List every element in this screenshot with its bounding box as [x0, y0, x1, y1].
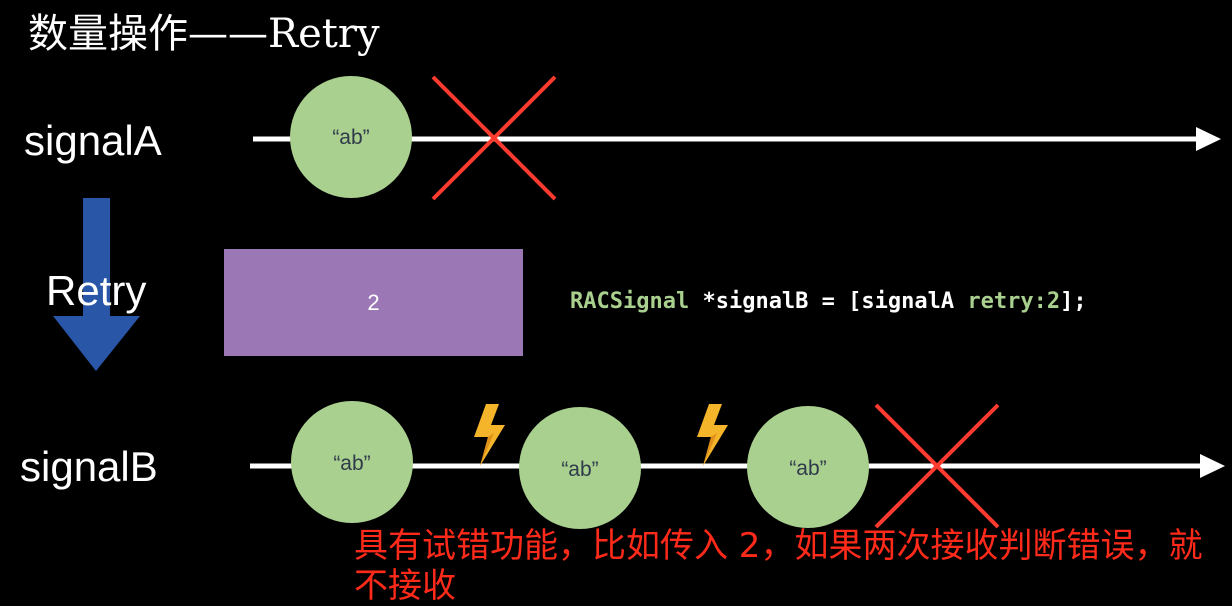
- code-class-name: RACSignal: [570, 289, 690, 314]
- code-pointer: *signalB = [signalA: [689, 289, 968, 314]
- signal-b-value-3: “ab”: [747, 406, 869, 528]
- code-method: retry:2: [967, 289, 1061, 314]
- signal-b-value-1-label: “ab”: [333, 452, 370, 475]
- lightning-icon: [474, 404, 505, 466]
- lightning-icon: [697, 404, 728, 466]
- signal-b-label: signalB: [20, 443, 158, 490]
- signal-b-value-1: “ab”: [291, 401, 413, 523]
- signal-a-value: “ab”: [290, 76, 412, 198]
- signal-b-value-3-label: “ab”: [789, 457, 826, 480]
- signal-a-error-cross-icon: [431, 75, 557, 201]
- caption: 具有试错功能，比如传入 2，如果两次接收判断错误，就不接收: [354, 526, 1203, 606]
- code-end: ];: [1060, 289, 1087, 314]
- transform-arrow-icon: [53, 198, 140, 371]
- signal-b-value-2-label: “ab”: [561, 458, 598, 481]
- signal-a-value-label: “ab”: [332, 126, 369, 149]
- signal-a-label: signalA: [24, 117, 162, 164]
- operator-label: Retry: [46, 267, 147, 314]
- code-snippet: RACSignal *signalB = [signalA retry:2];: [570, 287, 1087, 317]
- operator-value: 2: [367, 289, 380, 315]
- signal-b-error-cross-icon: [874, 403, 1000, 529]
- slide-title: 数量操作——Retry: [28, 11, 380, 57]
- operator-box: 2: [224, 249, 523, 356]
- signal-b-value-2: “ab”: [519, 407, 641, 529]
